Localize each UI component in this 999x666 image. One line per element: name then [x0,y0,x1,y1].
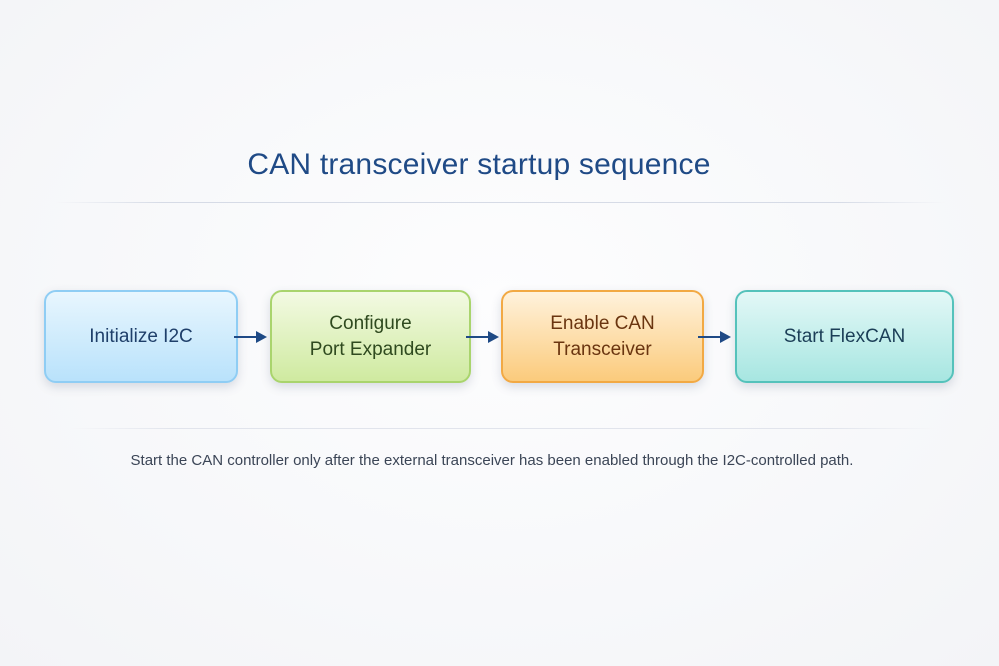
arrow-right-icon [234,331,267,343]
step-configure-port-expander: Configure Port Expander [270,290,471,383]
step-3-label-line1: Enable CAN [550,312,655,334]
arrow-right-icon [698,331,731,343]
step-4-label: Start FlexCAN [783,325,906,347]
step-start-flexcan: Start FlexCAN [735,290,954,383]
step-initialize-i2c: Initialize I2C [44,290,238,383]
diagram-note: Start the CAN controller only after the … [130,452,854,469]
step-3-label-line2: Transceiver [553,338,652,360]
step-1-label: Initialize I2C [89,325,193,347]
step-2-label-line1: Configure [329,312,412,334]
step-enable-can-transceiver: Enable CAN Transceiver [501,290,704,383]
diagram-title: CAN transceiver startup sequence [247,148,711,181]
arrow-right-icon [466,331,499,343]
title-divider [55,202,945,203]
note-divider [70,428,935,429]
step-2-label-line2: Port Expander [309,338,432,360]
